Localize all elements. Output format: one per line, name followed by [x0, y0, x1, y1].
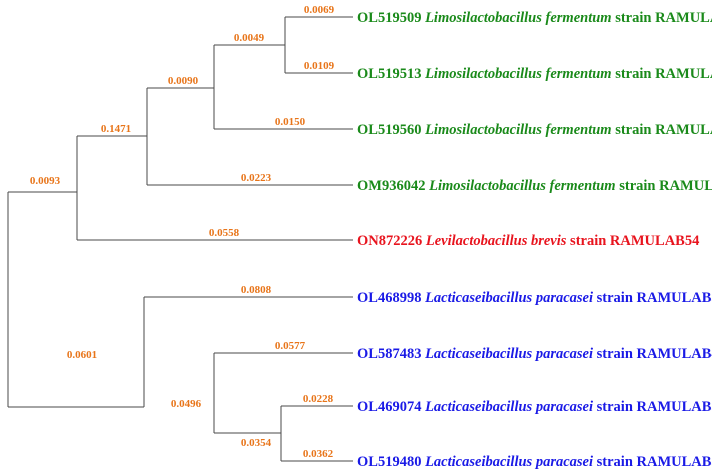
branch-length-label: 0.0090	[168, 75, 199, 87]
branch-length-label: 0.0496	[171, 398, 202, 410]
strain-word: strain	[597, 290, 633, 306]
strain-word: strain	[619, 178, 655, 194]
species-name: Lacticaseibacillus paracasei	[424, 290, 593, 306]
taxon-label-RAMULAB34: OL469074 Lacticaseibacillus paracasei st…	[357, 399, 712, 415]
species-name: Lacticaseibacillus paracasei	[424, 399, 593, 415]
strain-id: RAMULAB34	[637, 399, 712, 415]
branch-length-label: 0.0558	[209, 227, 240, 239]
branch-length-label: 0.0150	[275, 116, 306, 128]
strain-id: RAMULAB36	[637, 454, 712, 470]
strain-id: RAMULAB35	[655, 10, 712, 26]
taxon-label-RAMULAB41: OM936042 Limosilactobacillus fermentum s…	[357, 178, 712, 194]
species-name: Lacticaseibacillus paracasei	[424, 454, 593, 470]
taxon-label-RAMULAB36: OL519480 Lacticaseibacillus paracasei st…	[357, 454, 712, 470]
strain-word: strain	[597, 454, 633, 470]
strain-id: RAMULAB40	[637, 346, 712, 362]
taxon-labels: OL519509 Limosilactobacillus fermentum s…	[357, 10, 712, 470]
branch-length-label: 0.0109	[304, 60, 335, 72]
strain-word: strain	[615, 10, 651, 26]
branch-length-label: 0.0223	[241, 172, 272, 184]
accession: ON872226	[357, 233, 422, 249]
branch-length-label: 0.0093	[30, 175, 61, 187]
branch-length-labels: 0.0069 0.0109 0.0049 0.0150 0.0090 0.022…	[30, 4, 335, 460]
branch-length-label: 0.0362	[303, 448, 334, 460]
strain-word: strain	[615, 66, 651, 82]
tree-branches	[7, 16, 353, 462]
strain-word: strain	[597, 346, 633, 362]
strain-word: strain	[615, 122, 651, 138]
taxon-label-RAMULAB40: OL587483 Lacticaseibacillus paracasei st…	[357, 346, 712, 362]
accession: OL469074	[357, 399, 421, 415]
strain-id: RAMULAB41	[659, 178, 712, 194]
species-name: Levilactobacillus brevis	[425, 233, 567, 249]
accession: OL519480	[357, 454, 421, 470]
branch-length-label: 0.0049	[234, 32, 265, 44]
branch-length-label: 0.0354	[241, 437, 272, 449]
accession: OM936042	[357, 178, 425, 194]
taxon-label-RAMULAB33: OL468998 Lacticaseibacillus paracasei st…	[357, 290, 712, 306]
species-name: Limosilactobacillus fermentum	[428, 178, 616, 194]
species-name: Limosilactobacillus fermentum	[424, 122, 612, 138]
accession: OL587483	[357, 346, 421, 362]
accession: OL519560	[357, 122, 421, 138]
branch-length-label: 0.0069	[304, 4, 335, 16]
strain-word: strain	[597, 399, 633, 415]
strain-id: RAMULAB54	[610, 233, 699, 249]
strain-id: RAMULAB33	[637, 290, 712, 306]
strain-id: RAMULAB37	[655, 66, 712, 82]
species-name: Limosilactobacillus fermentum	[424, 10, 612, 26]
branch-length-label: 0.0577	[275, 340, 306, 352]
taxon-label-RAMULAB37: OL519513 Limosilactobacillus fermentum s…	[357, 66, 712, 82]
species-name: Limosilactobacillus fermentum	[424, 66, 612, 82]
accession: OL519509	[357, 10, 421, 26]
branch-length-label: 0.0601	[67, 349, 97, 361]
taxon-label-RAMULAB38: OL519560 Limosilactobacillus fermentum s…	[357, 122, 712, 138]
species-name: Lacticaseibacillus paracasei	[424, 346, 593, 362]
accession: OL519513	[357, 66, 421, 82]
strain-word: strain	[570, 233, 606, 249]
branch-length-label: 0.0808	[241, 284, 272, 296]
taxon-label-RAMULAB54: ON872226 Levilactobacillus brevis strain…	[357, 233, 699, 249]
branch-length-label: 0.0228	[303, 393, 334, 405]
taxon-label-RAMULAB35: OL519509 Limosilactobacillus fermentum s…	[357, 10, 712, 26]
accession: OL468998	[357, 290, 421, 306]
strain-id: RAMULAB38	[655, 122, 712, 138]
branch-length-label: 0.1471	[101, 123, 131, 135]
